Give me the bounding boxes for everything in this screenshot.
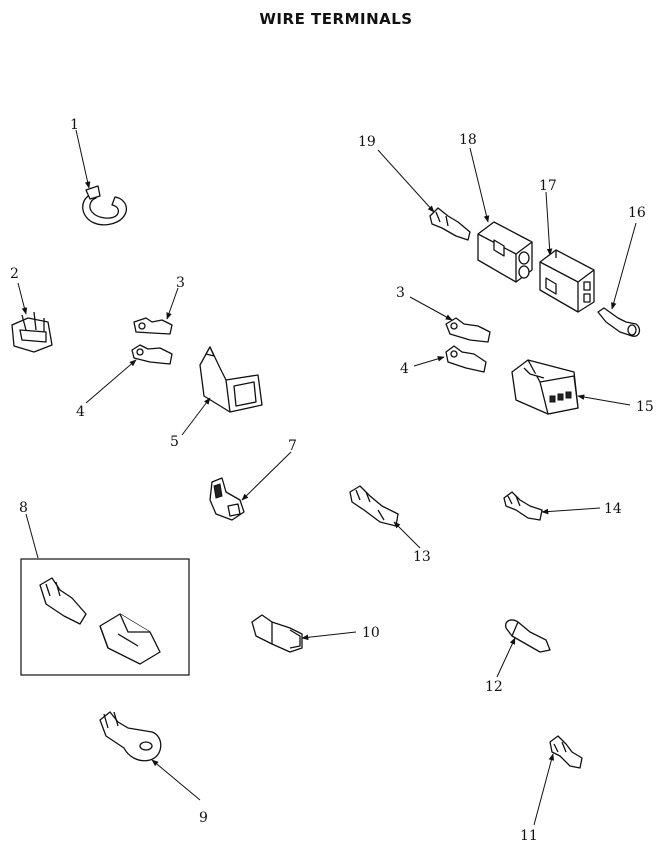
label-15: 15 [636, 399, 654, 415]
label-8: 8 [19, 500, 28, 516]
label-12: 12 [485, 679, 503, 695]
label-7: 7 [288, 438, 297, 454]
label-3-left: 3 [176, 275, 185, 291]
part-5-connector [199, 346, 263, 413]
label-11: 11 [520, 828, 538, 844]
part-12-pin-terminal [505, 619, 551, 653]
part-11-terminal [549, 735, 583, 769]
part-14-terminal [503, 491, 543, 521]
part-18-connector [477, 221, 533, 283]
part-7-terminal [209, 477, 245, 521]
part-15-connector [511, 359, 579, 415]
label-2: 2 [10, 266, 19, 282]
label-14: 14 [604, 501, 622, 517]
part-13-terminal [349, 485, 399, 527]
label-9: 9 [199, 810, 208, 826]
label-4-left: 4 [76, 404, 85, 420]
part-4-right-terminal [445, 345, 487, 373]
label-4-right: 4 [400, 361, 409, 377]
part-10-female-terminal [251, 614, 303, 653]
label-3-right: 3 [396, 285, 405, 301]
label-19: 19 [358, 134, 376, 150]
part-1-clip [82, 185, 128, 226]
part-3-left-terminal [133, 317, 173, 335]
part-19-pin [429, 207, 471, 241]
part-9-ring-terminal [99, 711, 162, 762]
label-16: 16 [628, 205, 646, 221]
part-2-terminal [11, 311, 53, 353]
label-10: 10 [362, 625, 380, 641]
diagram-title: WIRE TERMINALS [259, 10, 413, 28]
part-4-left-terminal [131, 344, 173, 365]
label-5: 5 [170, 434, 179, 450]
part-16-pin [597, 307, 641, 337]
label-17: 17 [539, 178, 557, 194]
label-1: 1 [70, 117, 79, 133]
label-18: 18 [459, 132, 477, 148]
part-3-right-terminal [445, 317, 491, 343]
part-17-connector [539, 249, 595, 313]
part-8-kit-box [20, 513, 190, 676]
label-13: 13 [413, 549, 431, 565]
